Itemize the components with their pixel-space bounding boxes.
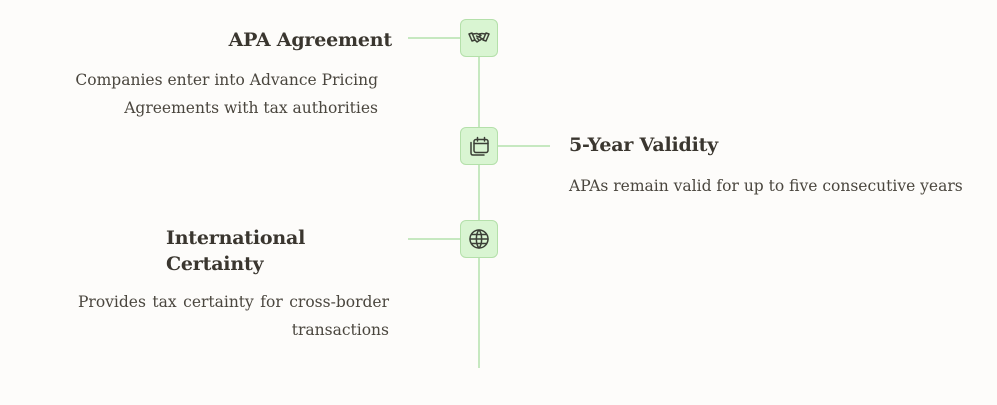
connector-international-certainty xyxy=(408,238,460,240)
connector-apa-agreement xyxy=(408,37,460,39)
item-description-apa-agreement: Companies enter into Advance Pricing Agr… xyxy=(75,71,378,117)
calendar-icon xyxy=(470,136,489,156)
item-title-international-certainty: International Certainty xyxy=(166,227,306,275)
node-apa-agreement xyxy=(460,19,498,57)
handshake-icon xyxy=(468,32,490,43)
item-title-5-year-validity: 5-Year Validity xyxy=(569,134,719,156)
item-description-5-year-validity: APAs remain valid for up to five consecu… xyxy=(569,177,963,195)
node-international-certainty xyxy=(460,220,498,258)
globe-icon xyxy=(469,229,489,249)
connector-5-year-validity xyxy=(498,145,550,147)
node-5-year-validity xyxy=(460,127,498,165)
item-description-international-certainty: Provides tax certainty for cross-border … xyxy=(78,293,389,339)
timeline-spine xyxy=(478,38,480,368)
item-title-apa-agreement: APA Agreement xyxy=(228,29,393,51)
